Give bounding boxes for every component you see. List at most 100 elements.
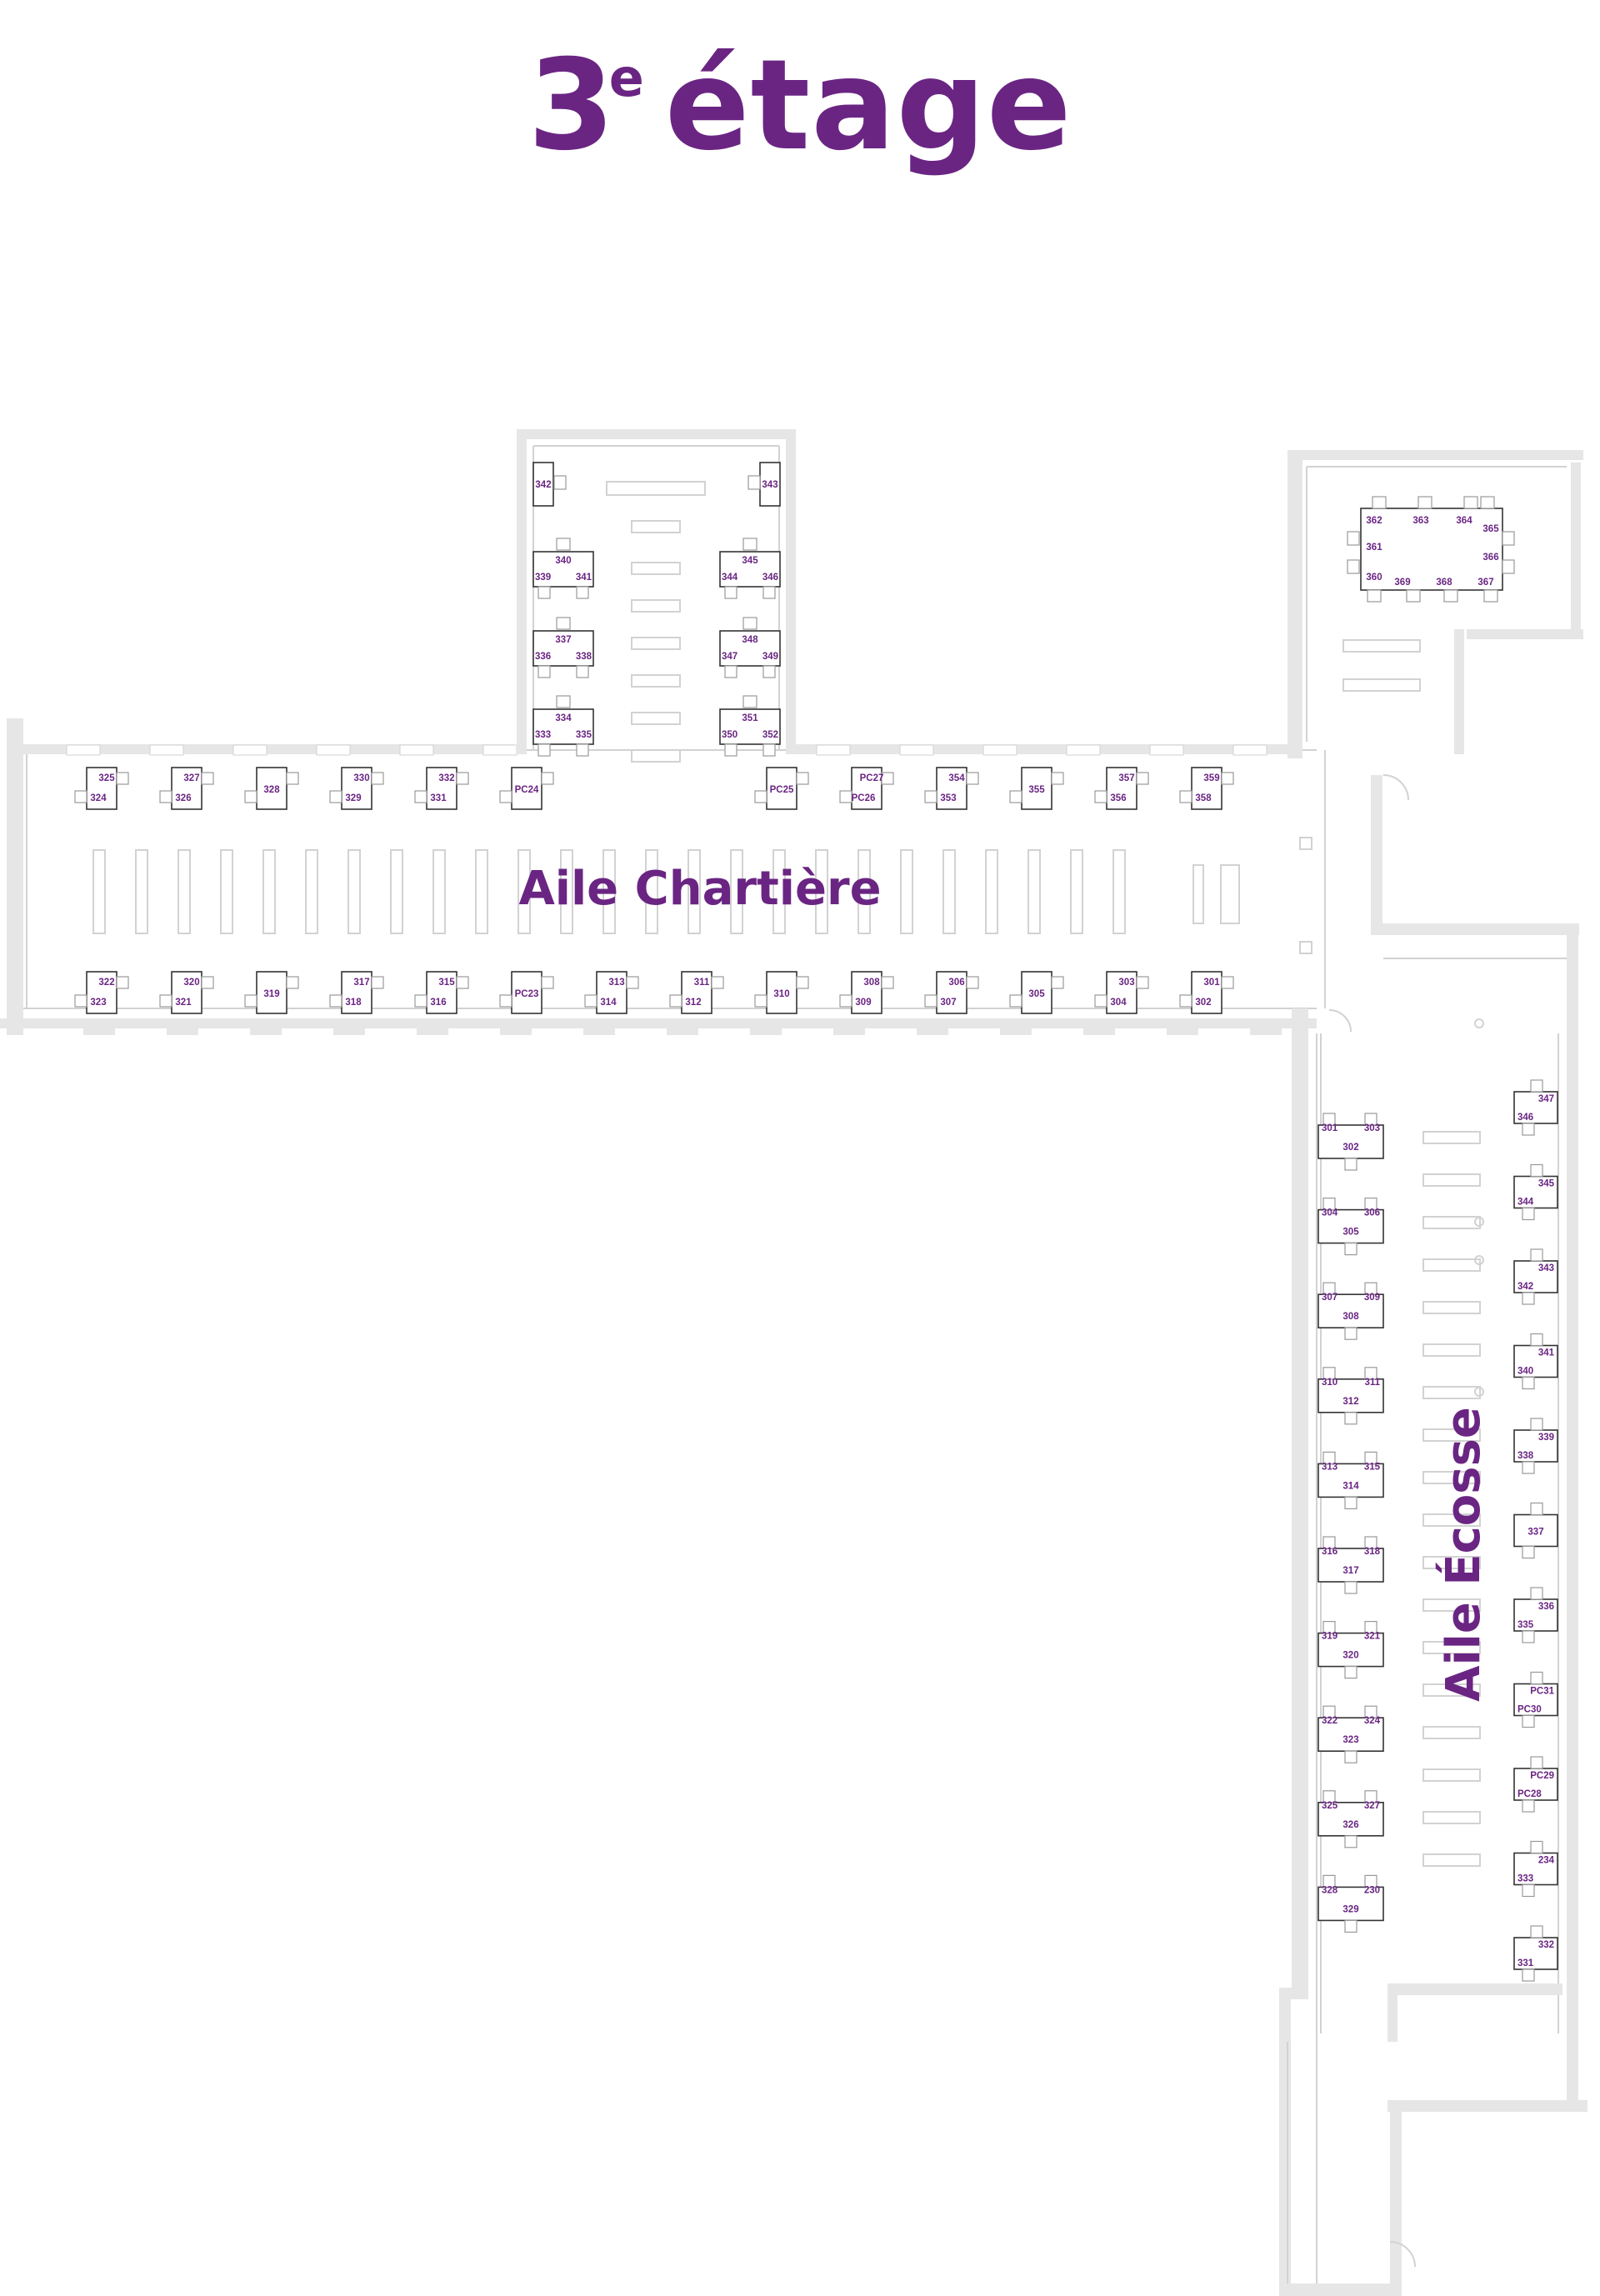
wall-segment [1000,1022,1032,1035]
desk-number-label: 332 [1538,1940,1554,1950]
desk-number-label: 321 [175,998,192,1008]
chair [839,994,852,1008]
desk [1318,1548,1384,1583]
desk [1513,1344,1558,1378]
desk-number-label: 325 [1322,1801,1338,1811]
desk-number-label: 310 [1322,1378,1338,1388]
chair [74,994,88,1008]
chair [1344,1581,1358,1594]
wall-segment [1167,1022,1198,1035]
desk-number-label: 316 [430,998,446,1008]
desk-number-label: 357 [1118,773,1134,783]
chair [1221,976,1234,989]
desk-number-label: 328 [263,785,280,795]
window [399,744,434,756]
column [1474,1018,1484,1028]
study-table [631,749,681,763]
desk-number-label: 358 [1195,793,1212,803]
desk [1106,767,1138,810]
desk-number-label: 347 [722,652,738,662]
study-table [1070,849,1083,934]
chair [1344,1919,1358,1933]
pillar [1299,941,1312,954]
chair [1530,1163,1543,1178]
wall-segment [7,718,23,1035]
desk [1318,1632,1384,1668]
desk-number-label: 319 [1322,1632,1338,1642]
pillar [1299,837,1312,850]
chair [1009,994,1022,1008]
desk-number-label: 311 [694,978,710,988]
chair [1136,772,1149,785]
desk-number-label: 341 [1538,1348,1555,1358]
desk-number-label: 328 [1322,1885,1338,1895]
chair [371,772,384,785]
study-table [730,849,743,934]
door [1389,2241,1416,2268]
study-table [631,562,681,575]
study-table [178,849,191,934]
window [1232,744,1268,756]
desk-number-label: 303 [1364,1123,1380,1133]
desk-number-label: 318 [1364,1547,1381,1557]
wall-segment [1371,923,1579,935]
desk-number-label: PC31 [1530,1687,1554,1697]
desk [1318,1886,1384,1922]
desk-number-label: 340 [555,556,571,566]
desk-number-label: 309 [1364,1293,1380,1303]
chair [1364,1620,1378,1634]
desk-number-label: 308 [1342,1312,1359,1322]
desk [596,971,628,1014]
wall-segment [583,1022,615,1035]
chair [414,790,428,803]
desk-number-label: 350 [722,730,738,740]
window [149,744,184,756]
chair [556,695,571,708]
desk-number-label: 340 [1518,1367,1533,1377]
desk-number-label: 368 [1436,578,1452,588]
wall-segment [417,1022,448,1035]
desk-number-label: 337 [555,635,571,645]
desk-number-label: 352 [762,730,778,740]
chair [244,790,258,803]
chair [1530,1925,1543,1938]
chair [796,772,809,785]
desk [426,767,458,810]
chair [1344,1496,1358,1510]
chair [286,772,299,785]
chair [1530,1671,1543,1685]
wall-segment [1467,629,1583,639]
chair [1347,531,1360,546]
desk-number-label: 367 [1478,578,1493,588]
chair [1418,496,1432,509]
desk-number-label: 330 [353,773,369,783]
desk-number-label: 319 [263,989,279,999]
chair [762,586,776,599]
study-table [1422,1301,1481,1314]
chair [724,743,738,757]
chair [881,976,894,989]
desk [532,630,594,667]
study-table [1220,864,1240,924]
desk-number-label: 321 [1364,1632,1381,1642]
desk-number-label: 354 [948,773,965,783]
chair [116,772,129,785]
chair [881,772,894,785]
desk-number-label: 361 [1366,543,1382,553]
chair [1463,496,1478,509]
chair [626,976,639,989]
study-table [631,674,681,688]
desk-number-label: 303 [1118,978,1134,988]
desk-number-label: 308 [863,978,880,988]
chair [1344,1665,1358,1679]
chair [1522,1123,1535,1136]
wall-segment [917,1022,948,1035]
chair [748,475,761,490]
chair [754,790,768,803]
desk-number-label: 318 [345,998,362,1008]
desk [1021,971,1052,1014]
chair [742,538,758,551]
chair [1136,976,1149,989]
